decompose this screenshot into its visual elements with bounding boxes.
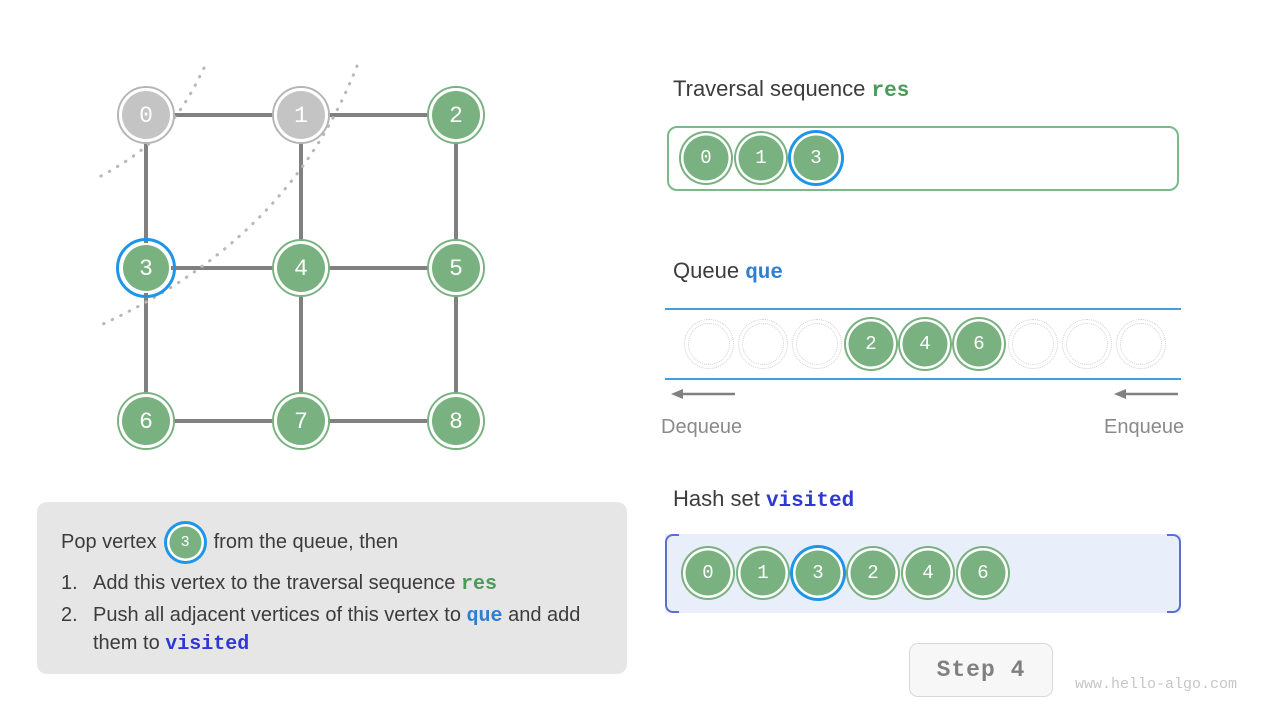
visited-item-label: 0 (702, 561, 714, 584)
enqueue-label: Enqueue (1104, 416, 1185, 438)
queue-slot-label: 4 (919, 332, 931, 355)
explanation-step-number: 2. (61, 604, 78, 626)
res-heading: Traversal sequence res (673, 76, 909, 103)
explanation-vertex-chip: 3 (166, 523, 204, 561)
queue-slot (792, 319, 842, 369)
visited-item-label: 3 (812, 561, 824, 584)
graph-node-2[interactable]: 2 (427, 86, 485, 144)
graph-node-0[interactable]: 0 (117, 86, 175, 144)
queue-slot: 4 (900, 319, 950, 369)
step-button[interactable]: Step 4 (909, 643, 1053, 697)
explanation-card: Pop vertex 3 from the queue, then 1. Add … (37, 502, 627, 674)
res-item-label: 0 (700, 146, 712, 169)
dequeue-label: Dequeue (661, 416, 743, 438)
visited-item-label: 2 (867, 561, 879, 584)
graph-node-label: 7 (294, 409, 308, 435)
graph-node-label: 4 (294, 256, 308, 282)
explanation-step: 2. Push all adjacent vertices of this ver… (61, 602, 603, 658)
queue-rail-bottom-line (665, 378, 1181, 380)
graph-node-8[interactable]: 8 (427, 392, 485, 450)
queue-slot-label: 6 (973, 332, 985, 355)
explanation-step-text-before: Push all adjacent vertices of this verte… (93, 604, 467, 626)
visited-bracket-right (1167, 534, 1181, 613)
graph-node-label: 8 (449, 409, 463, 435)
res-item: 0 (681, 133, 731, 183)
graph-node-5[interactable]: 5 (427, 239, 485, 297)
graph-node-7[interactable]: 7 (272, 392, 330, 450)
visited-item: 0 (683, 548, 733, 598)
explanation-step-text: Add this vertex to the traversal sequenc… (93, 570, 497, 598)
explanation-step: 1. Add this vertex to the traversal seque… (61, 570, 603, 598)
visited-heading: Hash set visited (673, 486, 854, 513)
visited-item: 6 (958, 548, 1008, 598)
queue-slot (1116, 319, 1166, 369)
queue-heading: Queue que (673, 258, 783, 285)
visited-heading-keyword: visited (765, 490, 855, 513)
visited-item: 1 (738, 548, 788, 598)
graph-svg: 0 1 2 3 4 5 6 7 8 (99, 64, 485, 450)
graph-node-label: 1 (294, 103, 308, 129)
visited-bracket-left (665, 534, 679, 613)
queue-heading-keyword: que (745, 262, 783, 285)
visited-item: 2 (848, 548, 898, 598)
queue-rail (665, 308, 1181, 380)
queue-heading-prefix: Queue (673, 258, 740, 283)
graph-node-label: 3 (139, 256, 153, 282)
visited-item: 3 (793, 548, 843, 598)
graph-node-label: 0 (139, 103, 153, 129)
res-container (667, 126, 1179, 191)
graph-nodes: 0 1 2 3 4 5 6 7 8 (116, 86, 485, 450)
explanation-step-number: 1. (61, 572, 78, 594)
graph-node-label: 5 (449, 256, 463, 282)
queue-slots: 2 4 6 (684, 319, 1166, 369)
queue-slot: 6 (954, 319, 1004, 369)
visited-item-label: 1 (757, 561, 769, 584)
graph-node-6[interactable]: 6 (117, 392, 175, 450)
res-item-label: 1 (755, 146, 767, 169)
explanation-lead-after: from the queue, then (213, 530, 399, 553)
explanation-vertex-label: 3 (180, 533, 190, 551)
graph-node-3[interactable]: 3 (116, 238, 176, 298)
queue-slot (738, 319, 788, 369)
explanation-step-text-before: Add this vertex to the traversal sequenc… (93, 572, 461, 594)
explanation-lead-before: Pop vertex (61, 530, 157, 553)
res-item: 3 (791, 133, 841, 183)
visited-items: 0 1 3 2 4 6 (683, 548, 1008, 598)
res-heading-prefix: Traversal sequence (673, 76, 866, 101)
res-item: 1 (736, 133, 786, 183)
queue-slot: 2 (846, 319, 896, 369)
res-heading-keyword: res (871, 80, 910, 103)
enqueue-arrow-icon (1114, 389, 1178, 399)
explanation-step-text: Push all adjacent vertices of this verte… (93, 602, 603, 658)
explanation-step-keyword: que (466, 605, 503, 628)
explanation-lead: Pop vertex 3 from the queue, then (61, 522, 603, 562)
graph-node-label: 6 (139, 409, 153, 435)
queue-slot (1062, 319, 1112, 369)
explanation-step-keyword: visited (165, 633, 250, 656)
res-items: 0 1 3 (681, 133, 841, 183)
visited-item-label: 6 (977, 561, 989, 584)
watermark: www.hello-algo.com (1075, 676, 1238, 693)
graph-node-label: 2 (449, 103, 463, 129)
queue-slot (1008, 319, 1058, 369)
visited-item-label: 4 (922, 561, 934, 584)
graph-panel: 0 1 2 3 4 5 6 7 8 (0, 0, 640, 490)
explanation-step-keyword: res (460, 573, 497, 596)
queue-slot-label: 2 (865, 332, 877, 355)
res-item-label: 3 (810, 146, 822, 169)
visited-heading-prefix: Hash set (673, 486, 760, 511)
dequeue-arrow-icon (671, 389, 735, 399)
graph-node-1[interactable]: 1 (272, 86, 330, 144)
visited-item: 4 (903, 548, 953, 598)
graph-node-4[interactable]: 4 (272, 239, 330, 297)
queue-rail-top-line (665, 308, 1181, 310)
explanation-steps: 1. Add this vertex to the traversal seque… (61, 570, 603, 658)
explanation-step-text-middle: and add them to (93, 604, 581, 654)
queue-slot (684, 319, 734, 369)
